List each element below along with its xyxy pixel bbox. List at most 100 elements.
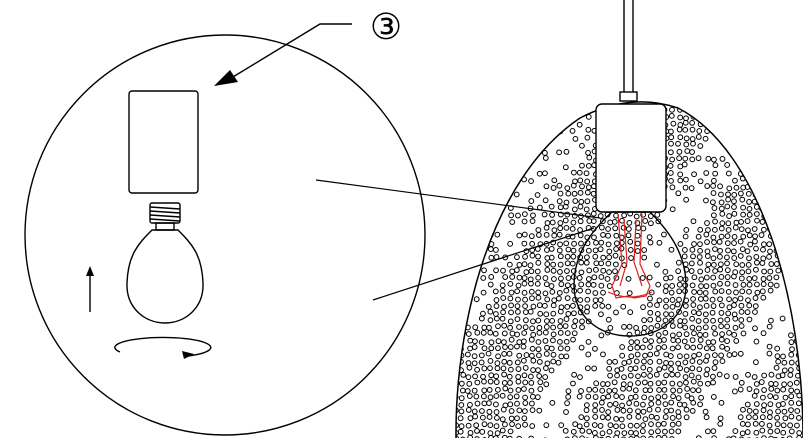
perforation-dot xyxy=(550,267,557,274)
perforation-dot xyxy=(773,274,780,281)
perforation-dot xyxy=(556,289,563,296)
perforation-dot xyxy=(466,239,473,246)
perforation-dot xyxy=(516,150,522,156)
perforation-dot xyxy=(605,241,612,248)
perforation-dot xyxy=(774,121,781,128)
perforation-dot xyxy=(515,373,522,380)
perforation-dot xyxy=(710,120,717,127)
perforation-dot xyxy=(464,388,471,394)
perforation-dot xyxy=(466,142,473,149)
perforation-dot xyxy=(564,211,571,218)
perforation-dot xyxy=(467,177,473,184)
perforation-dot xyxy=(605,226,611,232)
perforation-dot xyxy=(667,149,674,156)
perforation-dot xyxy=(514,288,521,295)
perforation-dot xyxy=(689,337,696,343)
perforation-dot xyxy=(455,211,459,218)
perforation-dot xyxy=(621,324,627,330)
perforation-dot xyxy=(682,233,689,240)
perforation-dot xyxy=(508,106,515,112)
perforation-dot xyxy=(668,128,674,135)
perforation-dot xyxy=(642,218,649,224)
perforation-dot xyxy=(662,317,669,324)
perforation-dot xyxy=(724,233,731,240)
perforation-dot xyxy=(455,385,457,392)
perforation-dot xyxy=(656,366,663,373)
perforation-dot xyxy=(529,240,536,247)
perforation-dot xyxy=(494,190,501,197)
perforation-dot xyxy=(788,399,795,406)
perforation-dot xyxy=(788,332,794,339)
perforation-dot xyxy=(626,413,633,420)
perforation-dot xyxy=(710,282,717,289)
perforation-dot xyxy=(663,351,670,358)
perforation-dot xyxy=(697,226,704,233)
perforation-dot xyxy=(460,246,467,253)
perforation-dot xyxy=(780,155,787,162)
perforation-dot xyxy=(458,380,465,387)
perforation-dot xyxy=(555,359,562,366)
perforation-dot xyxy=(760,276,767,282)
perforation-dot xyxy=(457,106,464,113)
perforation-dot xyxy=(499,282,506,289)
perforation-dot xyxy=(564,282,571,289)
perforation-dot xyxy=(550,331,557,338)
perforation-dot xyxy=(782,415,789,422)
perforation-dot xyxy=(766,414,773,421)
perforation-dot xyxy=(455,127,459,134)
perforation-dot xyxy=(724,240,731,246)
perforation-dot xyxy=(536,302,543,309)
perforation-dot xyxy=(705,339,712,346)
perforation-dot xyxy=(486,324,492,331)
perforation-dot xyxy=(684,148,691,154)
perforation-dot xyxy=(542,275,549,281)
perforation-dot xyxy=(684,344,691,350)
perforation-dot xyxy=(591,365,598,372)
perforation-dot xyxy=(516,407,523,414)
perforation-dot xyxy=(628,339,635,346)
perforation-dot xyxy=(635,225,642,231)
perforation-dot xyxy=(747,241,754,248)
perforation-dot xyxy=(578,281,585,288)
perforation-dot xyxy=(460,133,466,140)
perforation-dot xyxy=(634,232,641,239)
perforation-dot xyxy=(740,211,747,218)
perforation-dot xyxy=(761,148,768,154)
perforation-dot xyxy=(528,336,535,343)
perforation-dot xyxy=(597,246,604,253)
perforation-dot xyxy=(488,274,495,280)
perforation-dot xyxy=(543,351,550,357)
perforation-dot xyxy=(500,406,507,413)
perforation-dot xyxy=(557,106,564,113)
perforation-dot xyxy=(598,224,605,231)
perforation-dot xyxy=(592,402,599,408)
perforation-dot xyxy=(647,387,654,394)
perforation-dot xyxy=(788,428,795,435)
perforation-dot xyxy=(761,105,768,112)
perforation-dot xyxy=(598,274,605,280)
shade-bulb xyxy=(573,211,687,337)
perforation-dot xyxy=(563,409,569,415)
perforation-dot xyxy=(684,392,691,399)
perforation-dot xyxy=(675,344,681,351)
perforation-dot xyxy=(766,350,773,357)
perforation-dot xyxy=(731,302,737,308)
perforation-dot xyxy=(480,120,486,127)
perforation-dot xyxy=(459,156,466,163)
perforation-dot xyxy=(744,248,751,255)
perforation-dot xyxy=(455,232,458,239)
perforation-dot xyxy=(796,162,803,169)
perforation-dot xyxy=(514,359,521,366)
perforation-dot xyxy=(746,169,753,175)
perforation-dot xyxy=(697,247,703,254)
perforation-dot xyxy=(725,310,732,317)
perforation-dot xyxy=(455,338,459,344)
perforation-dot xyxy=(662,268,669,275)
perforation-dot xyxy=(487,164,494,171)
perforation-dot xyxy=(675,395,682,402)
perforation-dot xyxy=(542,329,549,336)
perforation-dot xyxy=(507,387,514,394)
perforation-dot xyxy=(600,289,606,296)
perforation-dot xyxy=(457,232,464,238)
perforation-dot xyxy=(724,345,731,352)
